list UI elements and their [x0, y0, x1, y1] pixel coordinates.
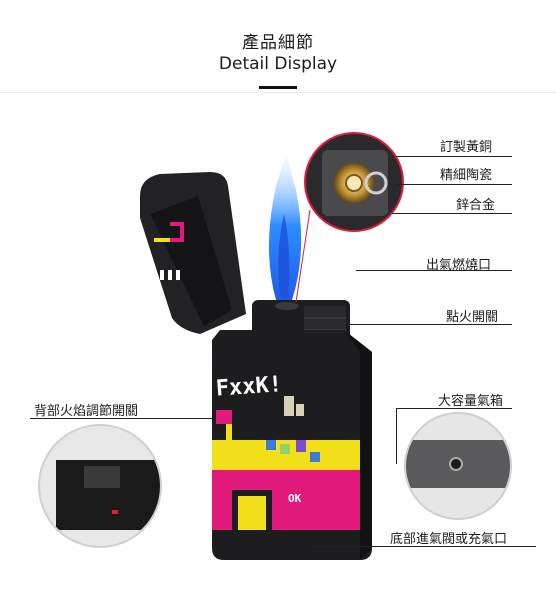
lighter-lid [140, 172, 246, 334]
callout-tank: 大容量氣箱 [438, 394, 504, 409]
callout-line-ceramic [396, 184, 512, 185]
title-underline [259, 86, 297, 89]
callout-copper: 訂製黃銅 [440, 140, 493, 155]
callout-line-copper [396, 156, 512, 157]
callout-line-valve [312, 546, 536, 547]
tank-zoom-circle [404, 412, 512, 520]
callout-valve: 底部進氣閥或充氣口 [390, 532, 508, 547]
adjust-zoom-circle [38, 424, 162, 548]
header: 產品細節 Detail Display [0, 0, 556, 93]
callout-line-nozzle [356, 270, 512, 271]
callout-line-ignition [350, 324, 512, 325]
callout-nozzle: 出氣燃燒口 [426, 258, 492, 273]
callout-line-zinc [392, 213, 512, 214]
page-subtitle: Detail Display [218, 54, 338, 74]
nozzle-zoom-circle [304, 132, 404, 232]
ok-badge-text: OK [288, 492, 302, 505]
callout-ceramic: 精細陶瓷 [440, 168, 493, 183]
callout-adjust: 背部火焰調節開關 [34, 404, 139, 419]
page-title: 產品細節 [242, 33, 314, 53]
callout-line-tank [396, 408, 512, 409]
callout-zinc: 鋅合金 [456, 198, 496, 213]
callout-line-tank-v [396, 408, 397, 464]
callout-line-adjust [30, 418, 170, 419]
callout-ignition: 點火開關 [446, 310, 499, 325]
lighter-body [212, 330, 372, 560]
body-graffiti-text: FxxK! [215, 372, 283, 402]
callout-line-adjust-2 [170, 418, 216, 419]
